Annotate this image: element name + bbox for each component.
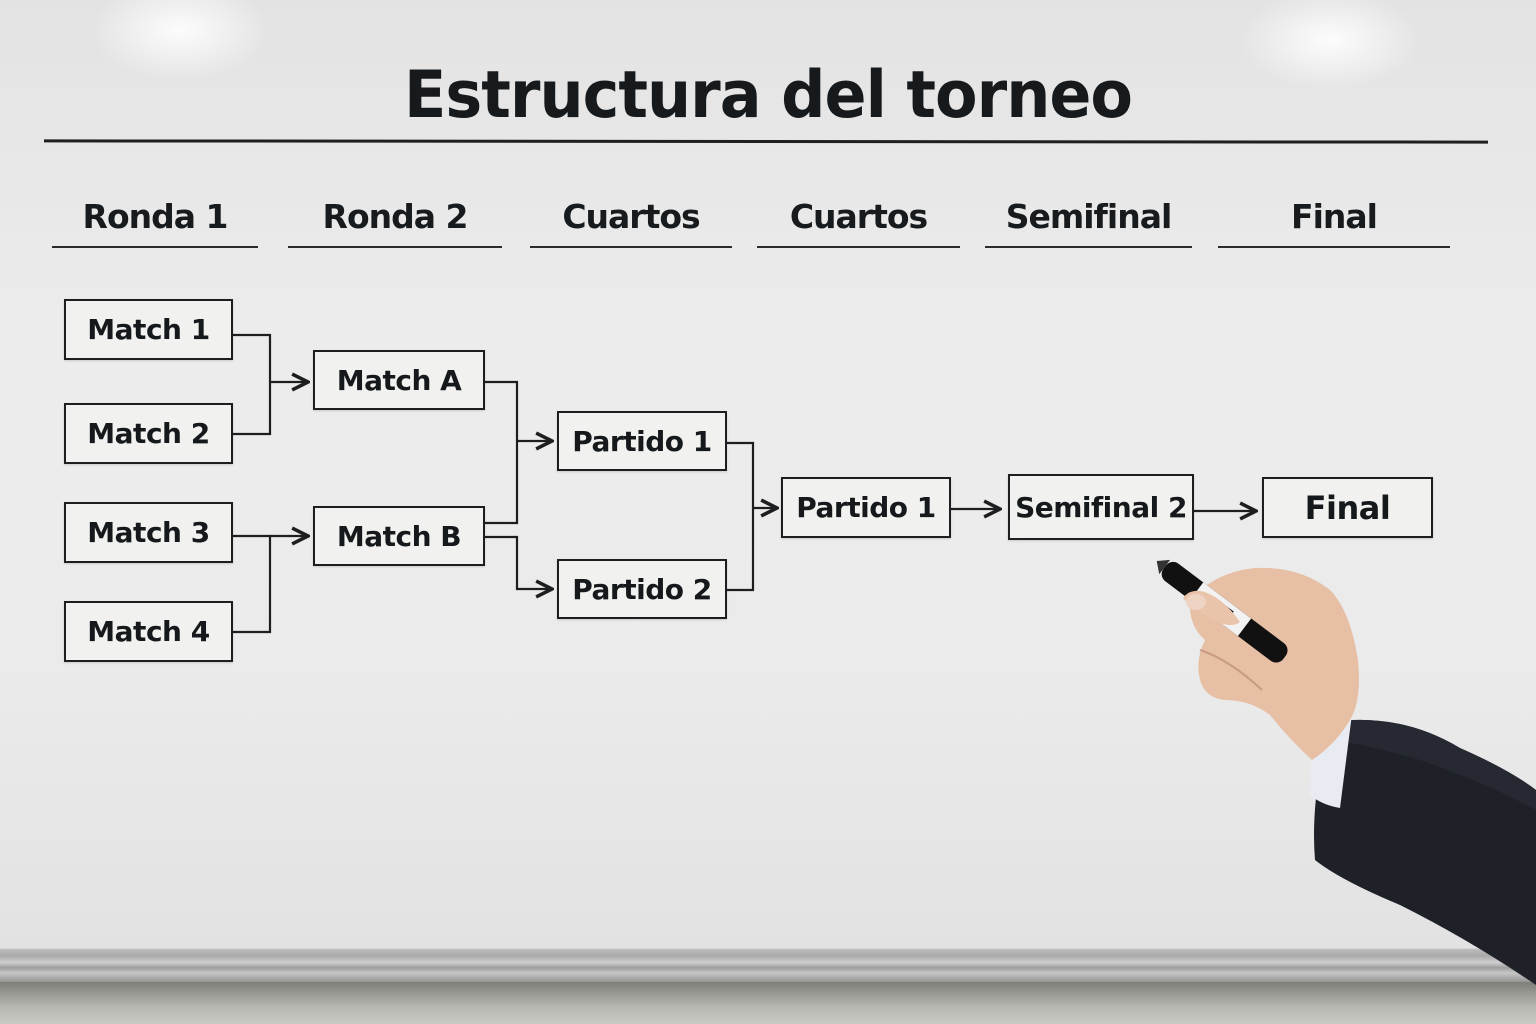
round-header-semifinal: Semifinal [985, 196, 1192, 248]
match-box-match-1: Match 1 [64, 299, 233, 360]
round-header-cuartos-1: Cuartos [530, 196, 732, 248]
match-box-partido-1-cuartos: Partido 1 [781, 477, 951, 538]
match-box-final: Final [1262, 477, 1433, 538]
match-box-match-3: Match 3 [64, 502, 233, 563]
match-box-partido-1: Partido 1 [557, 411, 727, 471]
match-box-match-2: Match 2 [64, 403, 233, 464]
round-header-ronda-1: Ronda 1 [52, 196, 258, 248]
diagram-title: Estructura del torneo [404, 56, 1133, 133]
round-header-final: Final [1218, 196, 1450, 248]
match-box-match-b: Match B [313, 506, 485, 566]
round-header-ronda-2: Ronda 2 [288, 196, 502, 248]
suit-sleeve [1314, 719, 1536, 985]
match-box-partido-2: Partido 2 [557, 559, 727, 619]
match-box-match-a: Match A [313, 350, 485, 410]
wall-below-board [0, 982, 1536, 1024]
match-box-match-4: Match 4 [64, 601, 233, 662]
whiteboard-tray [0, 948, 1536, 983]
whiteboard [0, 0, 1536, 950]
match-box-semifinal-2: Semifinal 2 [1008, 474, 1194, 540]
round-header-cuartos-2: Cuartos [757, 196, 960, 248]
